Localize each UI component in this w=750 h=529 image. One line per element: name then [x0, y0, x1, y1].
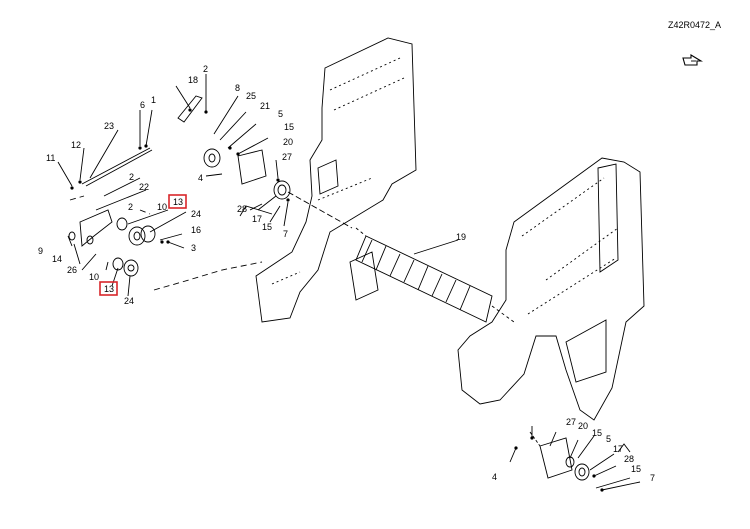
callout-4: 4: [198, 173, 203, 183]
callout-27: 27: [566, 417, 576, 427]
callout-10: 10: [89, 272, 99, 282]
callout-9: 9: [38, 246, 43, 256]
callout-6: 6: [140, 100, 145, 110]
callout-4: 4: [492, 472, 497, 482]
right-frame-plate: [457, 157, 645, 421]
spiral-roller: [355, 235, 493, 323]
highlight-box-13-upper: [168, 194, 187, 209]
callout-27: 27: [282, 152, 292, 162]
callout-5: 5: [278, 109, 283, 119]
callout-13: 13: [104, 284, 114, 294]
callout-21: 21: [260, 101, 270, 111]
drawing-code: Z42R0472_A: [668, 20, 722, 30]
callout-13: 13: [173, 197, 183, 207]
callout-25: 25: [246, 91, 256, 101]
callout-14: 14: [52, 254, 62, 264]
callout-17: 17: [613, 444, 623, 454]
callout-10: 10: [157, 202, 167, 212]
callout-2: 2: [128, 202, 133, 212]
callout-12: 12: [71, 140, 81, 150]
callout-15: 15: [631, 464, 641, 474]
callout-15: 15: [262, 222, 272, 232]
left-frame-plate: [255, 37, 417, 323]
callout-20: 20: [578, 421, 588, 431]
callout-5: 5: [606, 434, 611, 444]
callout-20: 20: [283, 137, 293, 147]
callout-11: 11: [46, 153, 55, 163]
callout-26: 26: [67, 265, 77, 275]
callout-8: 8: [235, 83, 240, 93]
callout-3: 3: [191, 243, 196, 253]
callout-7: 7: [650, 473, 655, 483]
callout-23: 23: [104, 121, 114, 131]
highlight-box-13-lower: [99, 281, 118, 296]
callout-7: 7: [283, 229, 288, 239]
callout-19: 19: [456, 232, 466, 242]
callout-18: 18: [188, 75, 198, 85]
callout-28: 28: [624, 454, 634, 464]
callout-1: 1: [151, 95, 156, 105]
callout-15: 15: [592, 428, 602, 438]
pointing-hand-icon[interactable]: [681, 52, 703, 68]
callout-28: 28: [237, 204, 247, 214]
callout-24: 24: [124, 296, 134, 306]
callout-2: 2: [129, 172, 134, 182]
callout-15: 15: [284, 122, 294, 132]
callout-16: 16: [191, 225, 201, 235]
callout-24: 24: [191, 209, 201, 219]
callout-2: 2: [203, 64, 208, 74]
callout-22: 22: [139, 182, 149, 192]
callout-17: 17: [252, 214, 262, 224]
